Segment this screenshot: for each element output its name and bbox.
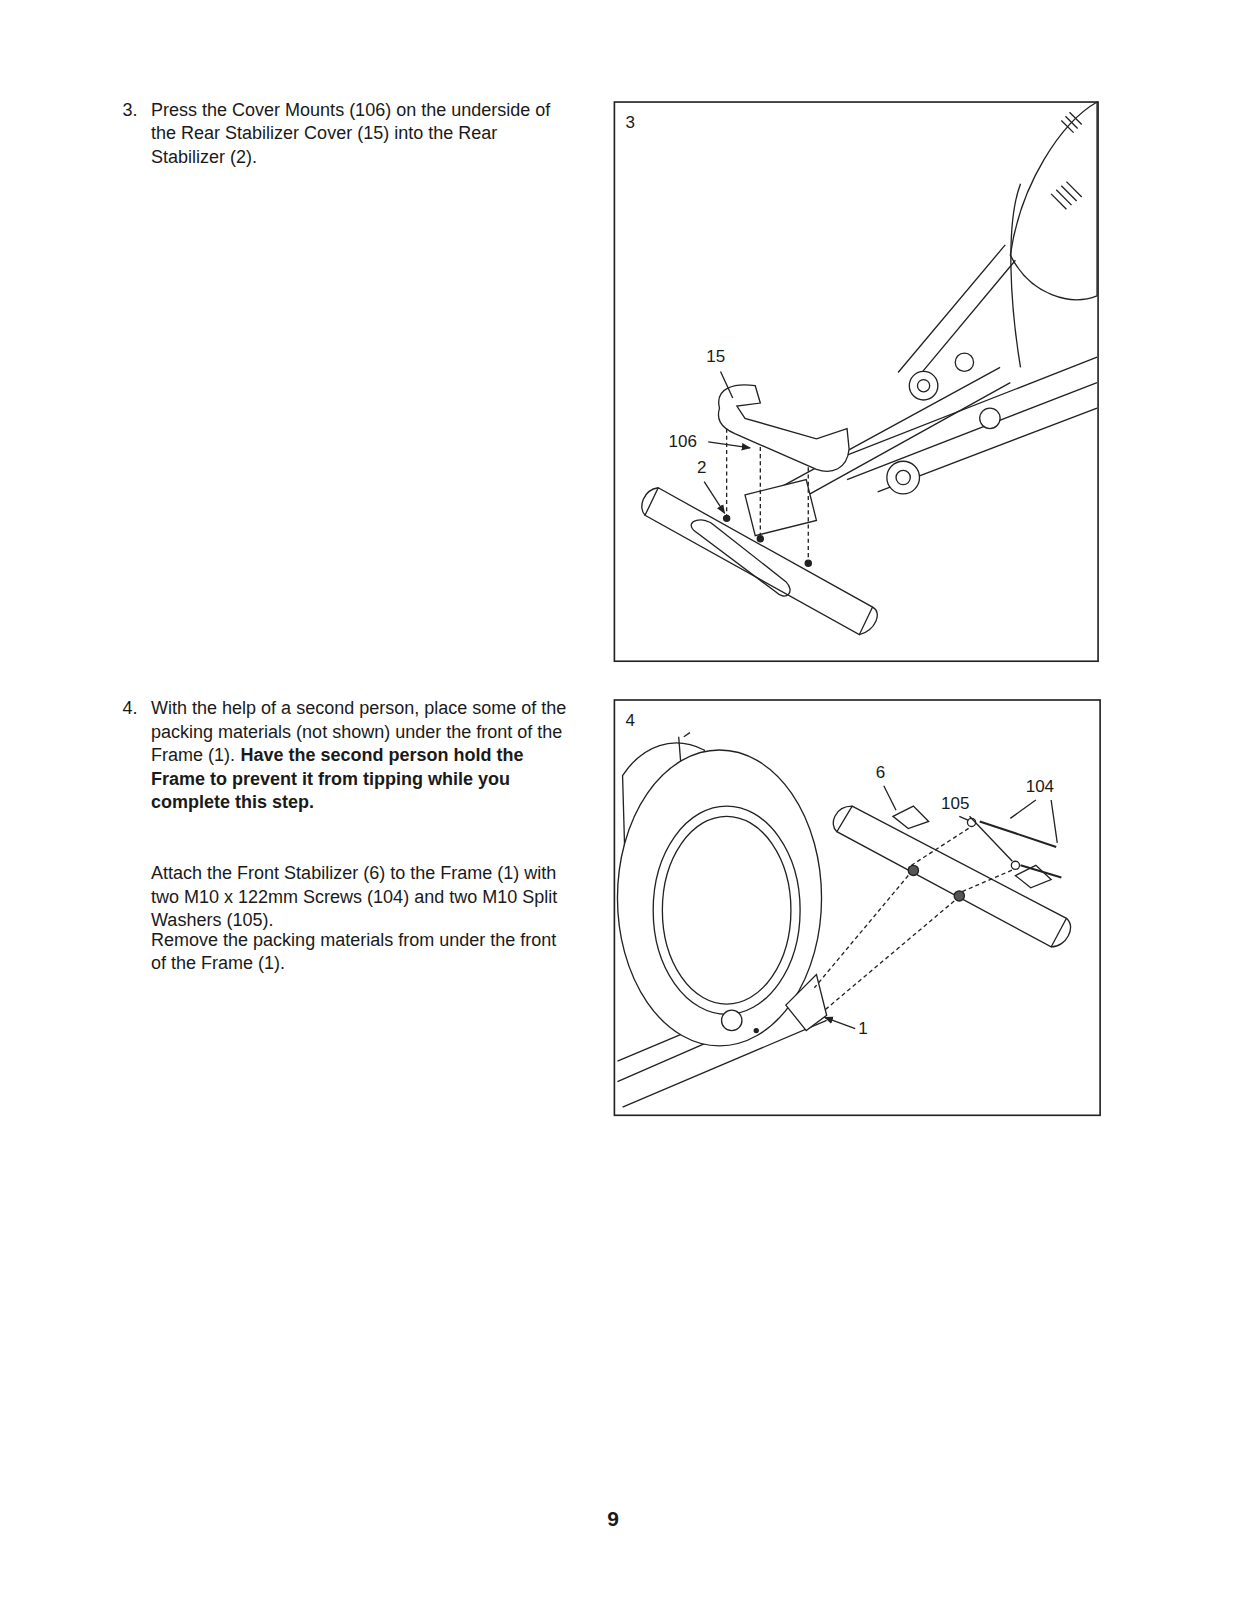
upright: [1011, 184, 1021, 368]
leader-arrow: [708, 442, 750, 448]
leader-line: [721, 371, 733, 398]
flywheel-ring: [662, 816, 791, 1004]
mount-hole: [908, 865, 918, 875]
page-number: 9: [607, 1507, 619, 1530]
mount-hole: [805, 560, 811, 566]
washer: [1011, 861, 1019, 869]
instruction-text: With the help of a second person, place …: [151, 697, 575, 815]
flywheel-ring: [653, 806, 800, 1014]
alignment-line: [814, 824, 1018, 1010]
callout-number: 105: [941, 794, 982, 814]
callout-number: 106: [668, 432, 709, 452]
roller: [980, 408, 1000, 428]
leader-line: [1010, 800, 1057, 843]
figure-4: [614, 700, 1100, 1115]
end-cap: [833, 806, 1070, 947]
callout-number: 6: [876, 763, 885, 782]
figure-number: 3: [626, 113, 657, 133]
callout-number: 104: [1026, 777, 1054, 796]
frame-bracket: [786, 974, 827, 1030]
console: [1010, 102, 1097, 300]
leader-line: [884, 786, 896, 810]
screw: [980, 821, 1062, 877]
instruction-text: Remove the packing materials from under …: [151, 929, 575, 976]
roller: [909, 371, 938, 400]
leader-arrow: [825, 1017, 856, 1028]
frame-block: [745, 480, 816, 536]
front-stabilizer: [837, 806, 1067, 947]
callout-number: 15: [706, 347, 725, 366]
pivot: [722, 1010, 742, 1030]
figure-number: 4: [626, 711, 635, 730]
callout-number: 105: [941, 794, 969, 813]
figure-3: [614, 102, 1098, 661]
mount-hole: [954, 891, 964, 901]
arm: [898, 245, 1015, 383]
rear-stabilizer: [645, 488, 873, 635]
instruction-text: Press the Cover Mounts (106) on the unde…: [151, 100, 550, 167]
end-cap: [642, 488, 877, 635]
figure-frame: [614, 700, 1100, 1115]
leader-arrow: [704, 482, 724, 514]
callout-number: 2: [697, 458, 706, 477]
step-number: 3.: [122, 99, 153, 123]
figure-number: 4: [626, 711, 657, 731]
callout-number: 104: [1026, 777, 1067, 797]
stabilizer-cover: [718, 385, 849, 471]
roller: [887, 461, 920, 494]
wheel-bracket: [893, 806, 1051, 888]
page-number: 9: [607, 1507, 638, 1531]
leader-line: [959, 816, 1012, 861]
step-number: 3.: [122, 100, 137, 120]
callout-number: 6: [876, 763, 896, 783]
figure-frame: [614, 102, 1098, 661]
roller-hub: [917, 380, 929, 392]
instruction-text: Remove the packing materials from under …: [151, 930, 556, 974]
instruction-text: Attach the Front Stabilizer (6) to the F…: [151, 862, 575, 933]
mount-hole: [757, 536, 763, 542]
callout-number: 15: [706, 347, 737, 367]
callout-number: 106: [668, 432, 696, 451]
console-vents: [1051, 112, 1082, 209]
instruction-text: Press the Cover Mounts (106) on the unde…: [151, 99, 575, 170]
figure-number: 3: [626, 113, 635, 132]
callout-number: 2: [697, 458, 717, 478]
roller-hub: [896, 470, 910, 484]
pivot-hole: [754, 1029, 758, 1033]
callout-number: 1: [858, 1019, 878, 1039]
frame-rail: [837, 357, 1097, 492]
callout-number: 1: [858, 1019, 867, 1038]
handle: [691, 520, 790, 596]
step-number: 4.: [122, 697, 153, 721]
washer: [967, 818, 975, 826]
mount-hole: [724, 515, 730, 521]
roller: [955, 353, 973, 371]
alignment-line: [727, 429, 809, 561]
step-number: 4.: [122, 698, 137, 718]
instruction-text: Attach the Front Stabilizer (6) to the F…: [151, 863, 557, 930]
